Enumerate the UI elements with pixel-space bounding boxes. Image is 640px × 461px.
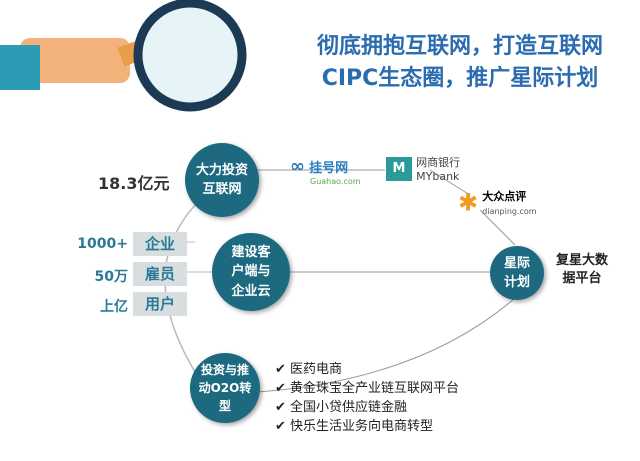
node-build: 建设客户端与企业云 — [212, 233, 290, 311]
node-star-plan: 星际计划 — [490, 246, 544, 300]
title-line1: 彻底拥抱互联网，打造互联网 — [316, 34, 603, 59]
checklist-item: ✔ 黄金珠宝全产业链互联网平台 — [275, 381, 460, 396]
title-line2: CIPC生态圈，推广星际计划 — [321, 66, 599, 91]
stat-label: 用户 — [133, 292, 187, 316]
checklist-item: ✔ 医药电商 — [275, 362, 343, 377]
stat-value: 50万 — [94, 269, 128, 285]
stat-label: 企业 — [133, 232, 187, 256]
stat-label: 雇员 — [133, 262, 187, 286]
invest-amount: 18.3亿元 — [98, 174, 170, 193]
checklist-item: ✔ 全国小贷供应链金融 — [275, 400, 408, 415]
checklist-item: ✔ 快乐生活业务向电商转型 — [275, 419, 434, 434]
guahao-logo: ∞ 挂号网 Guahao.com — [290, 156, 361, 186]
stat-value: 上亿 — [100, 299, 128, 315]
stat-value: 1000+ — [77, 236, 128, 252]
node-o2o: 投资与推动O2O转型 — [190, 353, 260, 423]
platform-label: 复星大数据平台 — [556, 253, 609, 286]
magnifier-icon — [0, 0, 247, 112]
node-invest: 大力投资互联网 — [185, 143, 259, 217]
